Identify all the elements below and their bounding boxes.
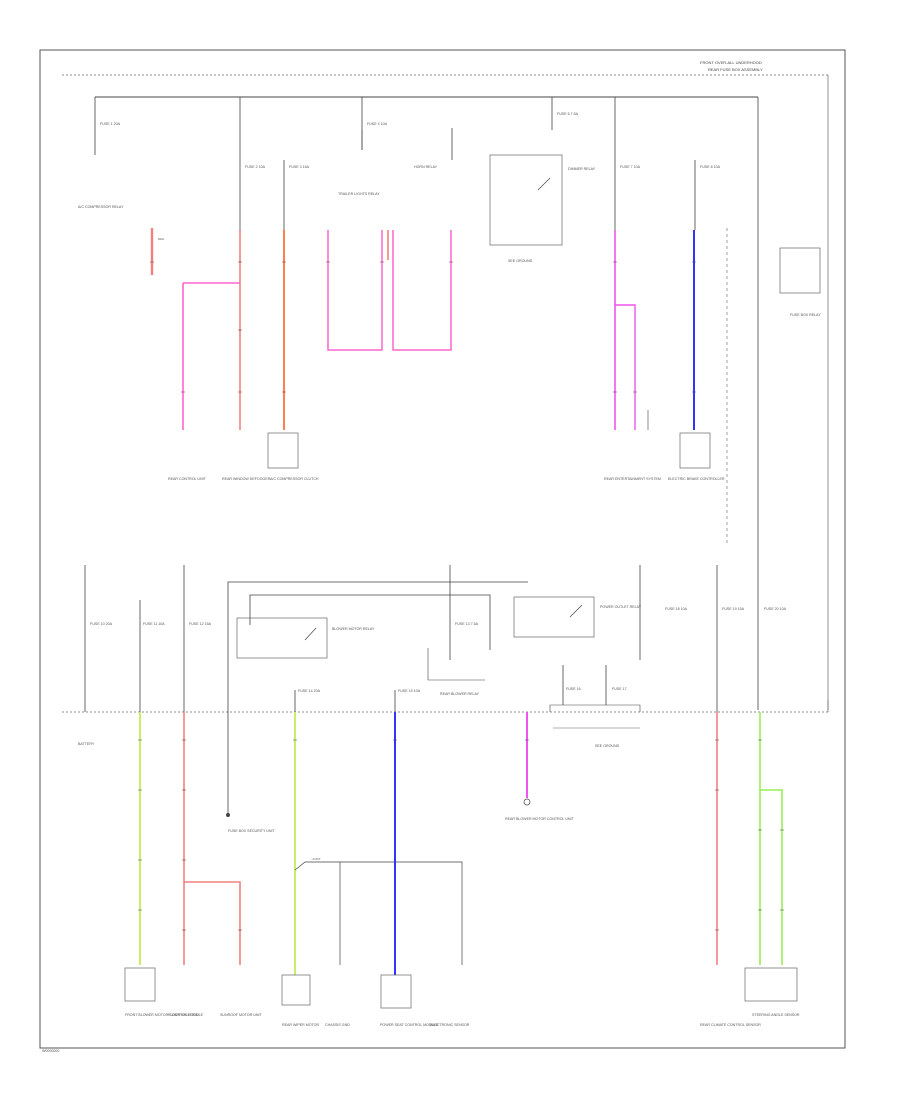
header-line-2: REAR FUSE BOX ASSEMBLY: [708, 67, 763, 72]
lower-fuse-10-label: FUSE 17: [612, 687, 627, 691]
fuse-box-ground-dot: [226, 813, 230, 817]
upper-right-component-label-2: ELECTRIC BRAKE CONTROLLER: [668, 477, 725, 481]
lower-fuse-11-label: FUSE 18 10A: [665, 607, 688, 611]
blower-relay-feed: [227, 581, 528, 712]
footer-code: W0000000: [42, 1049, 59, 1053]
upper-left-component-label-2: REAR WINDOW DEFOGGER: [222, 477, 271, 481]
lower-fuse-12-label: FUSE 19 15A: [722, 607, 745, 611]
joint-bus: [294, 861, 463, 965]
component-box-lower-1: [124, 967, 156, 1002]
dimmer-relay-switch: [537, 177, 551, 191]
fuse-8-label: FUSE 8 10A: [700, 165, 721, 169]
fuse-7-label: FUSE 7 10A: [620, 165, 641, 169]
wire-magenta-loop-1: [327, 230, 383, 351]
power-outlet-relay-box: [513, 596, 595, 638]
see-ground-label: SEE GROUND: [508, 259, 533, 263]
dimmer-relay-label: DIMMER RELAY: [568, 167, 596, 171]
fuse-3-label: FUSE 3 15A: [289, 165, 310, 169]
lower-label-6: POWER SEAT CONTROL MODULE: [380, 1023, 439, 1027]
diagram-frame: [39, 49, 846, 1049]
header-line-1: FRONT OVER-ALL UNDERHOOD: [700, 60, 762, 65]
lower-label-7: ELECTRONIC SENSOR: [430, 1023, 470, 1027]
component-box-upper-blue: [679, 432, 711, 469]
upper-mid-component-label-1: A/C COMPRESSOR CLUTCH: [270, 477, 319, 481]
lower-label-4: REAR WIPER MOTOR: [282, 1023, 319, 1027]
wire-red-upper-left-code: RED: [158, 237, 165, 241]
upper-right-component-label-1: REAR ENTERTAINMENT SYSTEM: [604, 477, 661, 481]
lower-label-9: STEERING ANGLE SENSOR: [752, 1013, 800, 1017]
lower-fuse-9-label: FUSE 16: [566, 687, 581, 691]
component-box-upper-orange: [267, 432, 299, 469]
lower-small-fuse-link: [549, 704, 641, 712]
wire-red-lower-tap: [184, 881, 241, 965]
wire-magenta-loop-2: [392, 230, 452, 351]
lower-fuse-3-label: FUSE 12 15A: [189, 622, 212, 626]
lower-fuse-1-label: FUSE 10 20A: [90, 622, 113, 626]
component-box-lower-4: [744, 967, 798, 1002]
dimmer-relay-box: [489, 154, 563, 246]
rear-blower-ground: [427, 648, 485, 681]
fuse-2-label: FUSE 2 10A: [245, 165, 266, 169]
upper-left-component-label-1: REAR CONTROL UNIT: [168, 477, 207, 481]
wire-lime-lower-tap: [760, 789, 783, 965]
lower-label-3: SUNROOF MOTOR UNIT: [220, 1013, 262, 1017]
fuse-box-relay-box: [779, 247, 821, 294]
blower-relay-switch: [304, 627, 317, 641]
lower-label-8: REAR CLIMATE CONTROL SENSOR: [700, 1023, 761, 1027]
lower-fuse-7-label: FUSE 15 10A: [398, 689, 421, 693]
component-box-lower-3: [380, 974, 412, 1009]
blower-relay-box: [236, 617, 328, 659]
trailer-relay-label: TRAILER LIGHTS RELAY: [338, 192, 380, 196]
see-ground-lower-label: SEE GROUND: [595, 744, 620, 748]
horn-relay-label: HORN RELAY: [414, 165, 438, 169]
rear-blower-motor-ground: [523, 798, 531, 806]
component-box-lower-2: [281, 974, 311, 1006]
rear-blower-motor-label: REAR BLOWER MOTOR CONTROL UNIT: [505, 817, 574, 821]
fuse-4-label: FUSE 4 10A: [367, 122, 388, 126]
blower-relay-feed-2: [249, 594, 491, 650]
rear-blower-relay-label: REAR BLOWER RELAY: [440, 692, 480, 696]
lower-label-5: CHASSIS GND: [325, 1023, 350, 1027]
lower-fuse-6-label: FUSE 14 20A: [298, 689, 321, 693]
lower-fuse-2-label: FUSE 11 10A: [143, 622, 165, 626]
lower-fuse-5-label: FUSE 13 7.5A: [455, 622, 479, 626]
fuse-6-label: FUSE 6 7.5A: [557, 112, 579, 116]
fuse-box-security-label: FUSE BOX SECURITY UNIT: [228, 829, 275, 833]
ac-compressor-relay-label: A/C COMPRESSOR RELAY: [78, 205, 124, 209]
fuse-box-relay-label: FUSE BOX RELAY: [790, 313, 821, 317]
upper-connector-ticks: [150, 261, 696, 393]
power-outlet-relay-switch: [569, 604, 583, 618]
lower-connector-ticks: [138, 739, 784, 931]
battery-label: BATTERY: [78, 742, 95, 746]
power-outlet-relay-label: POWER OUTLET RELAY: [600, 605, 642, 609]
wire-magenta-right-tap: [615, 304, 636, 430]
joint-label: JOINT: [312, 857, 321, 861]
lower-label-2: FLOOR SPLITTER: [168, 1013, 199, 1017]
lower-fuse-13-label: FUSE 20 10A: [764, 607, 787, 611]
fuse-1-label: FUSE 1 20A: [100, 122, 121, 126]
lower-label-1: FRONT BLOWER MOTOR CONTROL MODULE: [125, 1013, 204, 1017]
blower-relay-label: BLOWER MOTOR RELAY: [332, 627, 375, 631]
